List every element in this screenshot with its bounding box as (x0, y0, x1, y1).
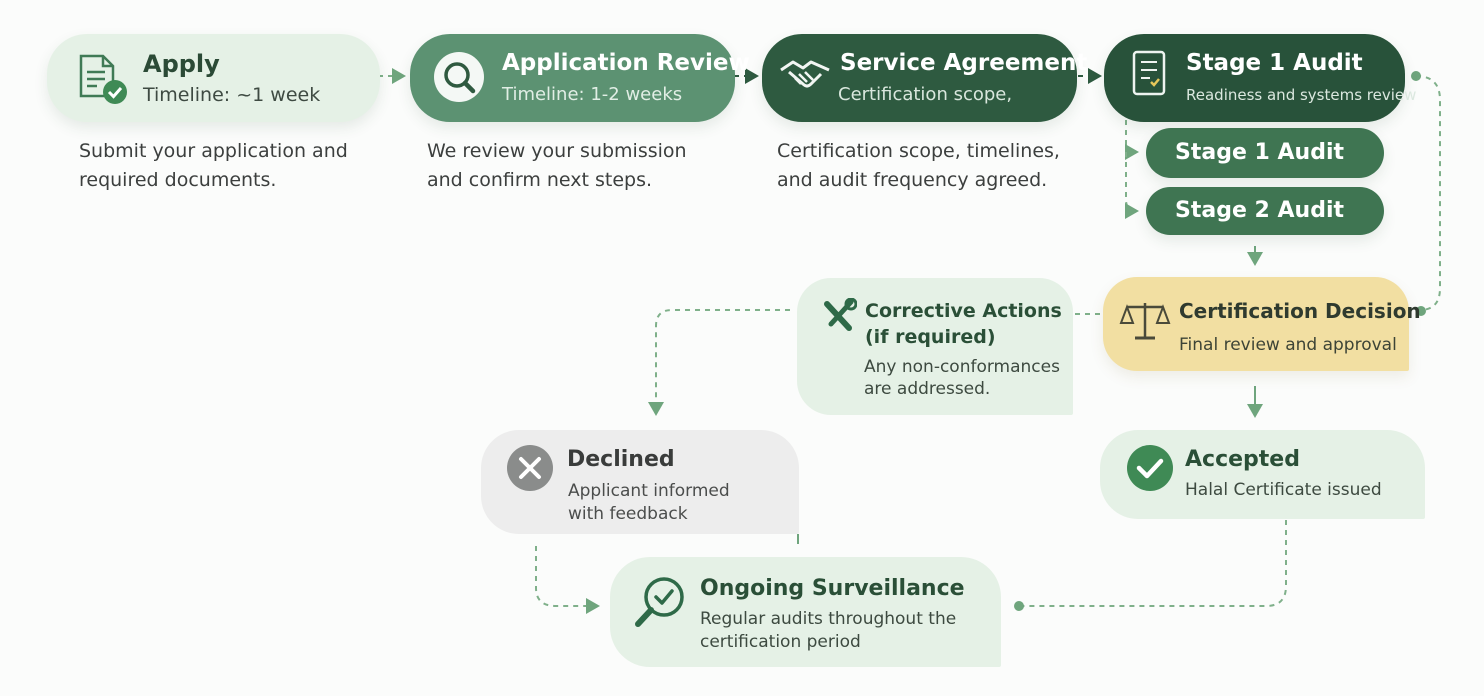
step-agreement-title: Service Agreement (840, 50, 1088, 76)
check-circle-icon (1127, 445, 1173, 491)
step-agreement-subtitle: Certification scope, (838, 84, 1013, 105)
step-review-timeline: Timeline: 1-2 weeks (502, 84, 683, 105)
x-circle-icon (507, 445, 553, 491)
step-corrective-title-line2: (if required) (865, 326, 996, 348)
magnifier-icon (434, 52, 484, 102)
step-accepted-title: Accepted (1185, 447, 1300, 472)
connector-dot-surveillance (1014, 601, 1024, 611)
step-stage1-subtitle: Readiness and systems review (1186, 86, 1417, 104)
step-corrective-subtitle-line1: Any non-conformances (864, 357, 1060, 377)
connector-declined-surveillance (535, 546, 600, 614)
handshake-icon (780, 60, 830, 88)
step-decision-subtitle: Final review and approval (1179, 335, 1397, 355)
step-corrective-actions: Corrective Actions (if required) Any non… (797, 278, 1073, 415)
step-declined: Declined Applicant informed with feedbac… (481, 430, 799, 534)
step-service-agreement: Service Agreement Certification scope, (762, 34, 1087, 122)
tools-icon (824, 298, 857, 331)
step-stage1-audit: Stage 1 Audit Readiness and systems revi… (1104, 34, 1416, 122)
scales-icon (1119, 303, 1171, 340)
step-surveillance-subtitle-line2: certification period (700, 632, 861, 652)
step-declined-subtitle-line2: with feedback (568, 504, 688, 524)
step-decision-title: Certification Decision (1179, 299, 1421, 323)
step-apply-description: Submit your application and required doc… (79, 140, 348, 191)
step-apply: Apply Timeline: ~1 week (47, 34, 380, 122)
step-apply-timeline: Timeline: ~1 week (143, 84, 321, 106)
substep-stage2-audit: Stage 2 Audit (1146, 187, 1384, 235)
step-corrective-title-line1: Corrective Actions (865, 300, 1062, 322)
step-stage1-title: Stage 1 Audit (1186, 50, 1363, 76)
step-certification-decision: Certification Decision Final review and … (1103, 277, 1421, 371)
substep-stage1-label: Stage 1 Audit (1175, 140, 1344, 165)
step-accepted-subtitle: Halal Certificate issued (1185, 480, 1382, 500)
document-check-icon (79, 54, 127, 104)
step-corrective-subtitle-line2: are addressed. (864, 379, 991, 399)
step-accepted: Accepted Halal Certificate issued (1100, 430, 1425, 519)
substep-stage2-label: Stage 2 Audit (1175, 198, 1344, 223)
connector-dot-decision (1416, 306, 1426, 316)
connector-dot-stage1 (1411, 71, 1421, 81)
connector-accepted-surveillance (1020, 520, 1287, 607)
step-surveillance-subtitle-line1: Regular audits throughout the (700, 609, 957, 629)
step-application-review: Application Review Timeline: 1-2 weeks (410, 34, 750, 122)
magnifier-check-icon (635, 577, 684, 627)
step-ongoing-surveillance: Ongoing Surveillance Regular audits thro… (610, 557, 1001, 667)
connector-loop-decision (1415, 75, 1441, 311)
step-declined-subtitle-line1: Applicant informed (568, 481, 730, 501)
step-review-description: We review your submission and confirm ne… (427, 140, 687, 191)
connector-corrective-declined (648, 309, 790, 416)
checklist-icon (1132, 50, 1166, 96)
step-declined-title: Declined (567, 447, 675, 472)
step-review-title: Application Review (502, 50, 750, 76)
step-surveillance-title: Ongoing Surveillance (700, 576, 965, 601)
step-agreement-description: Certification scope, timelines, and audi… (777, 140, 1060, 191)
substep-stage1-audit: Stage 1 Audit (1146, 128, 1384, 178)
connector-stage1-substage2 (1124, 152, 1139, 219)
step-apply-title: Apply (143, 50, 220, 78)
connector-stage1-substage1 (1125, 120, 1139, 160)
